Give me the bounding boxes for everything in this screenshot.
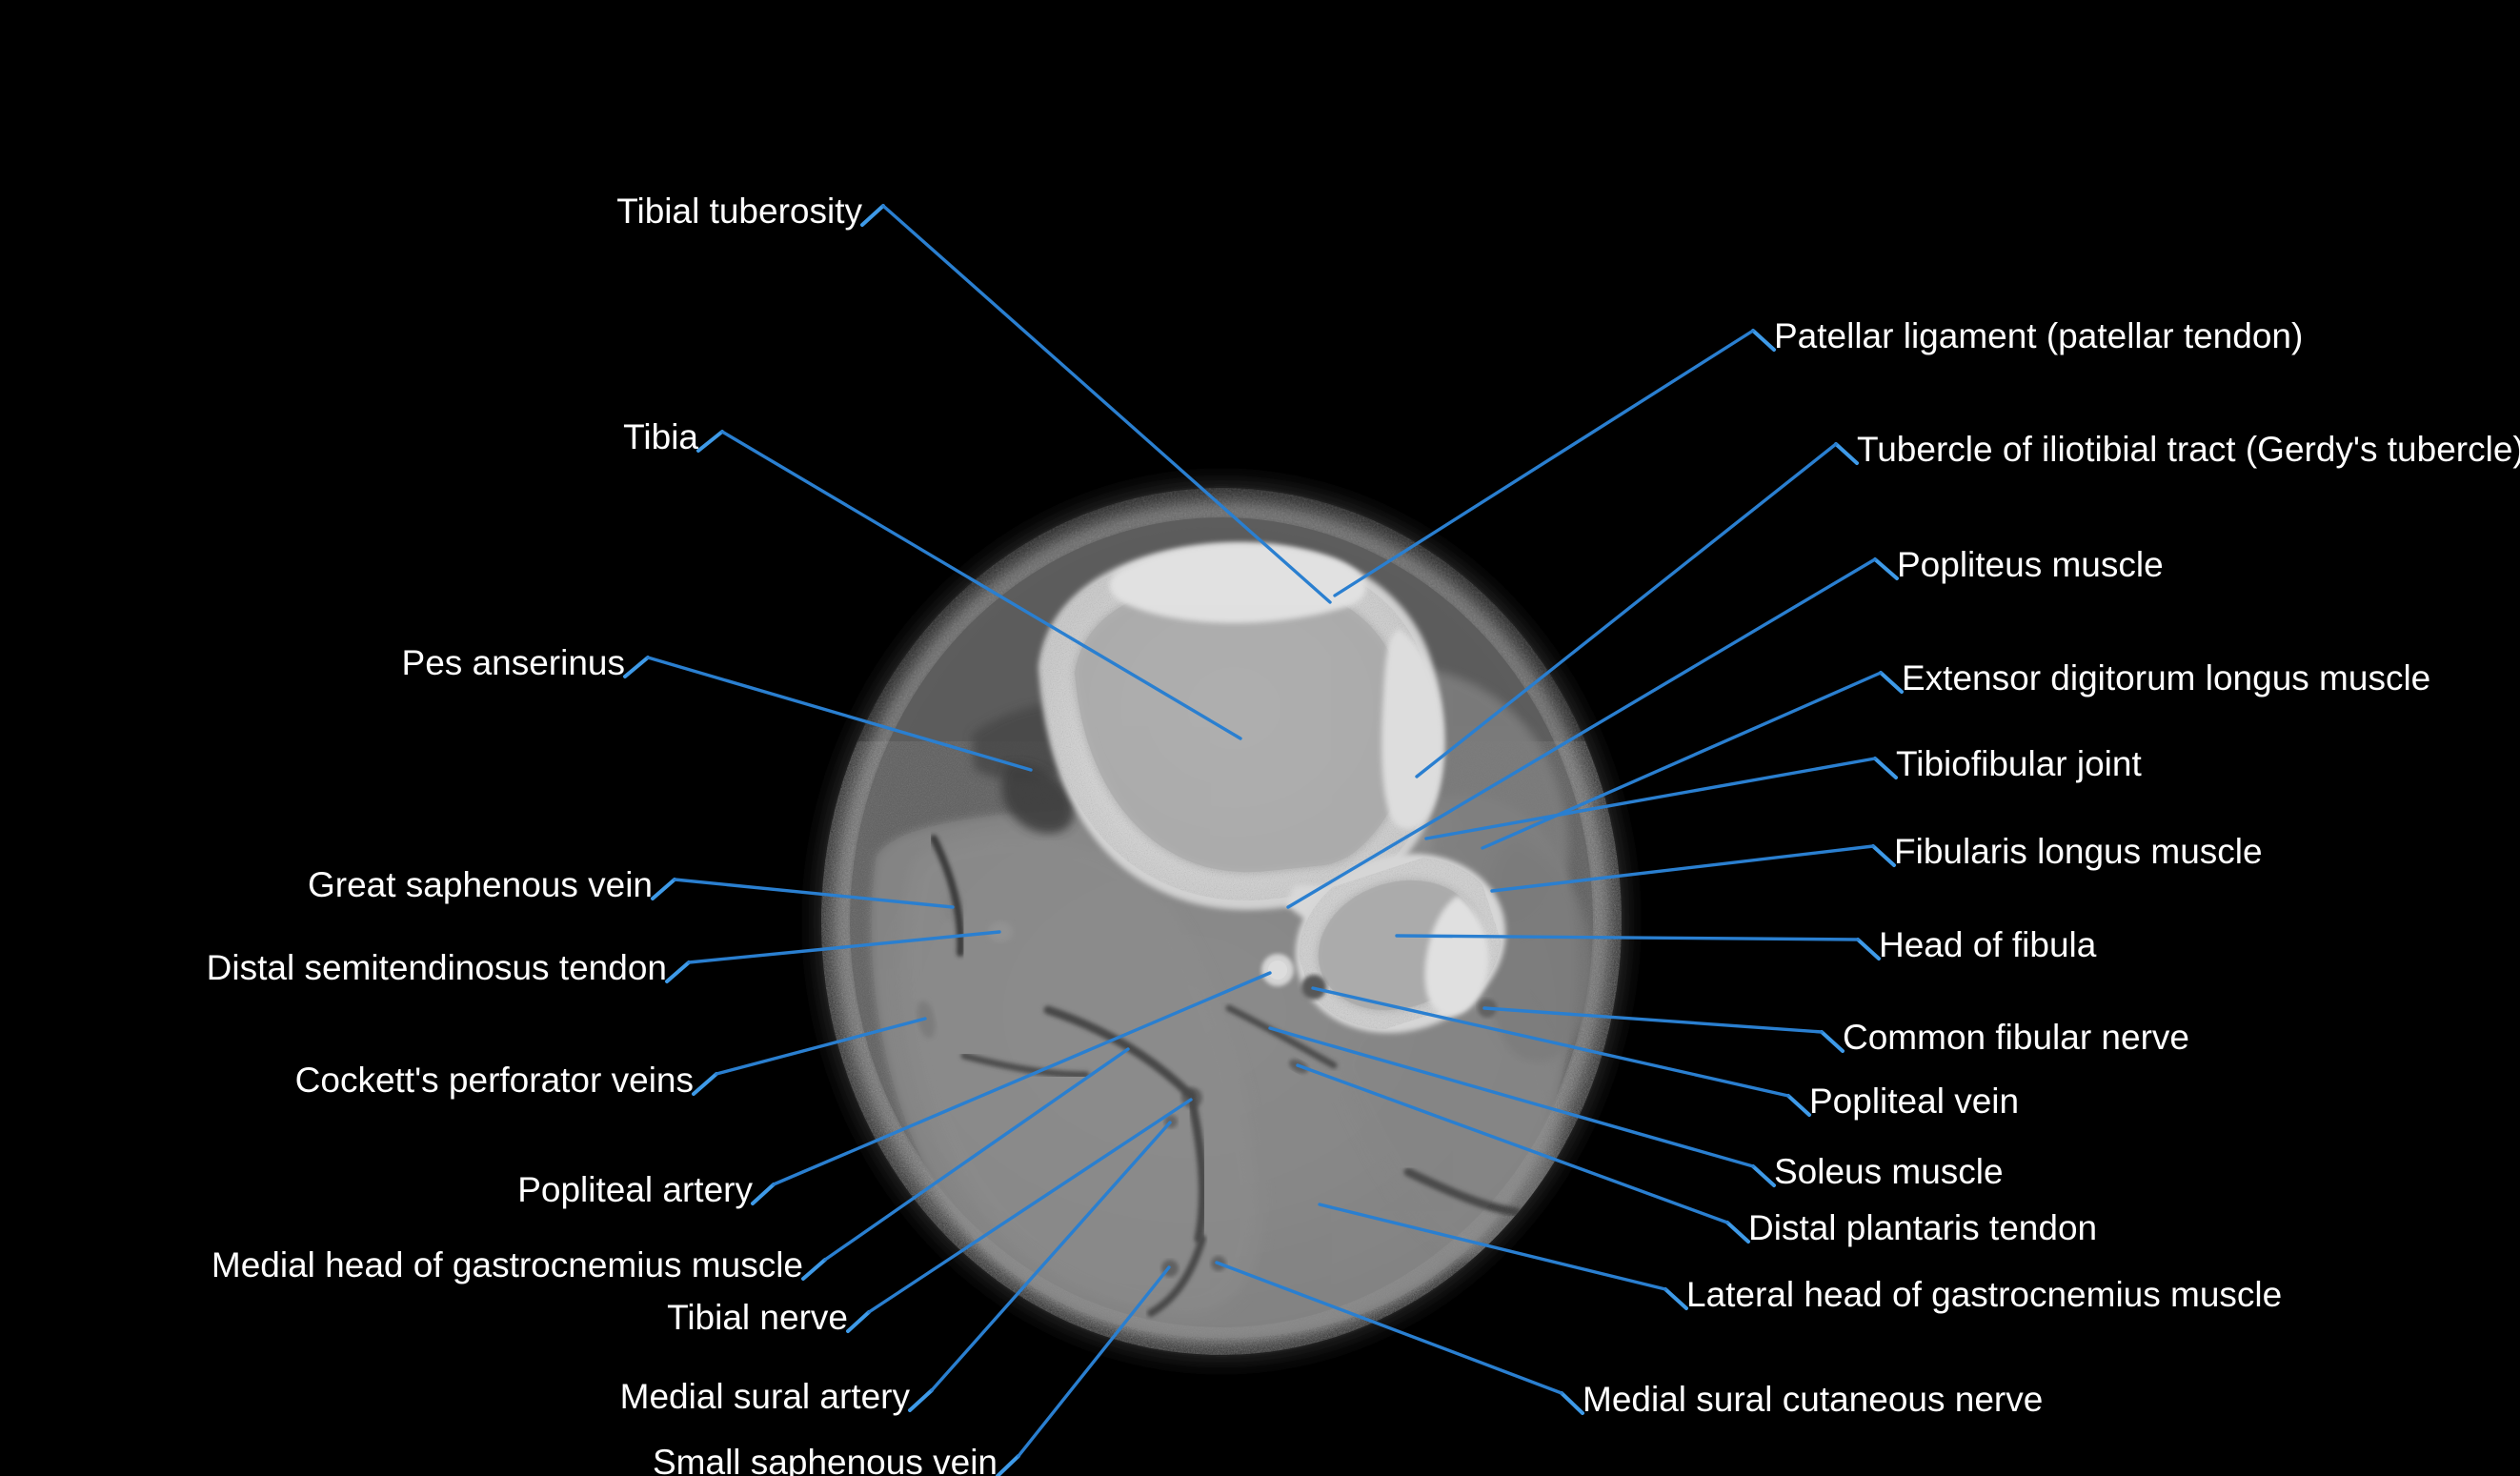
label-tibiofibular-joint: Tibiofibular joint [1896, 744, 2142, 783]
label-medial-sural-cutaneous-nerve: Medial sural cutaneous nerve [1583, 1380, 2044, 1419]
label-patellar-ligament: Patellar ligament (patellar tendon) [1774, 316, 2304, 355]
label-head-of-fibula: Head of fibula [1879, 925, 2097, 964]
label-great-saphenous-vein: Great saphenous vein [307, 865, 653, 904]
label-popliteal-vein: Popliteal vein [1809, 1082, 2020, 1121]
label-lateral-head-gastrocnemius: Lateral head of gastrocnemius muscle [1686, 1275, 2283, 1314]
label-medial-sural-artery: Medial sural artery [619, 1377, 910, 1416]
label-common-fibular-nerve: Common fibular nerve [1843, 1018, 2189, 1057]
label-fibularis-longus-muscle: Fibularis longus muscle [1894, 832, 2263, 871]
label-tibial-nerve: Tibial nerve [667, 1298, 848, 1337]
label-distal-plantaris-tendon: Distal plantaris tendon [1748, 1208, 2098, 1247]
label-cocketts-perforator-veins: Cockett's perforator veins [294, 1061, 694, 1100]
label-tibia: Tibia [623, 417, 698, 456]
label-distal-semitendinosus-tendon: Distal semitendinosus tendon [206, 948, 667, 987]
label-soleus-muscle: Soleus muscle [1774, 1152, 2004, 1191]
label-popliteus-muscle: Popliteus muscle [1897, 545, 2164, 584]
limb-cross-section [817, 484, 1625, 1359]
label-medial-head-gastrocnemius: Medial head of gastrocnemius muscle [211, 1245, 803, 1284]
label-pes-anserinus: Pes anserinus [401, 643, 625, 682]
label-extensor-digitorum-longus: Extensor digitorum longus muscle [1902, 658, 2431, 698]
label-small-saphenous-vein: Small saphenous vein [653, 1443, 998, 1476]
label-tibial-tuberosity: Tibial tuberosity [616, 192, 862, 231]
label-popliteal-artery: Popliteal artery [517, 1170, 753, 1209]
label-tubercle-iliotibial-tract: Tubercle of iliotibial tract (Gerdy's tu… [1857, 430, 2520, 469]
